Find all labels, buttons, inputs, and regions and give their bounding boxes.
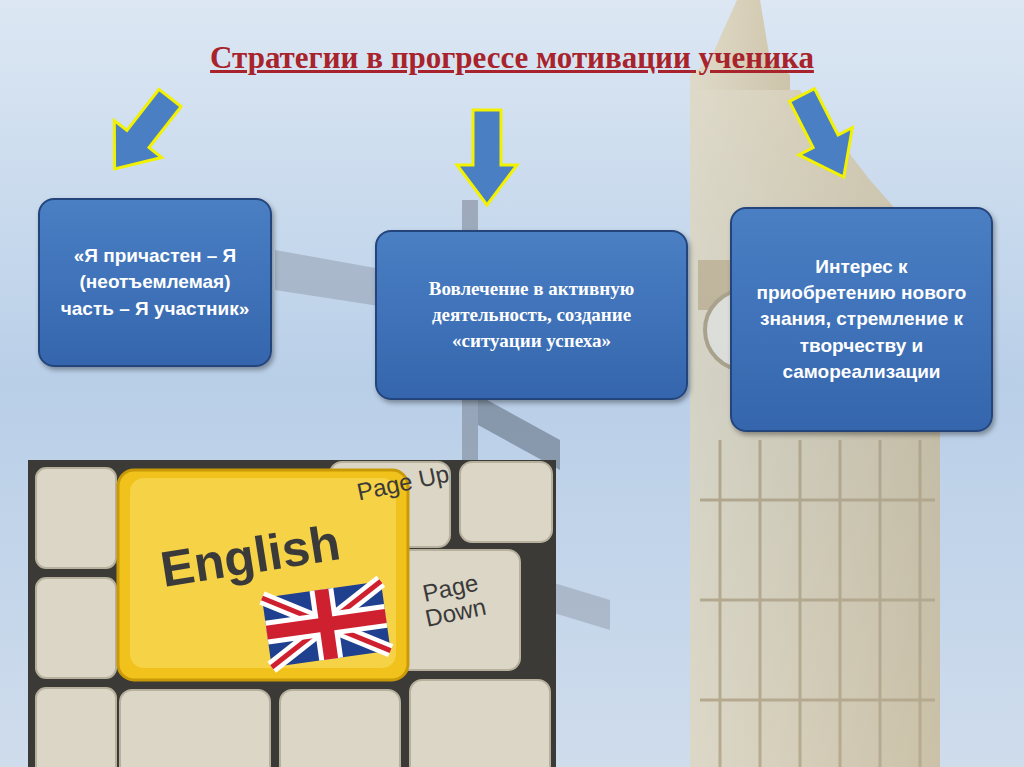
slide-title: Стратегии в прогрессе мотивации ученика [0, 40, 1024, 76]
box-text: «Я причастен – Я (неотъемлемая) часть – … [40, 243, 270, 322]
strategy-box: Интерес к приобретению нового знания, ст… [730, 207, 993, 432]
arrow [775, 81, 870, 190]
arrow [457, 110, 517, 205]
box-text: Интерес к приобретению нового знания, ст… [732, 254, 991, 385]
keyboard [28, 460, 556, 767]
arrow [91, 80, 194, 188]
box-text: Вовлечение в активную деятельность, созд… [377, 276, 686, 355]
strategy-box: Вовлечение в активную деятельность, созд… [375, 230, 688, 400]
pointer-arrows [91, 80, 871, 205]
strategy-box: «Я причастен – Я (неотъемлемая) часть – … [38, 198, 272, 367]
